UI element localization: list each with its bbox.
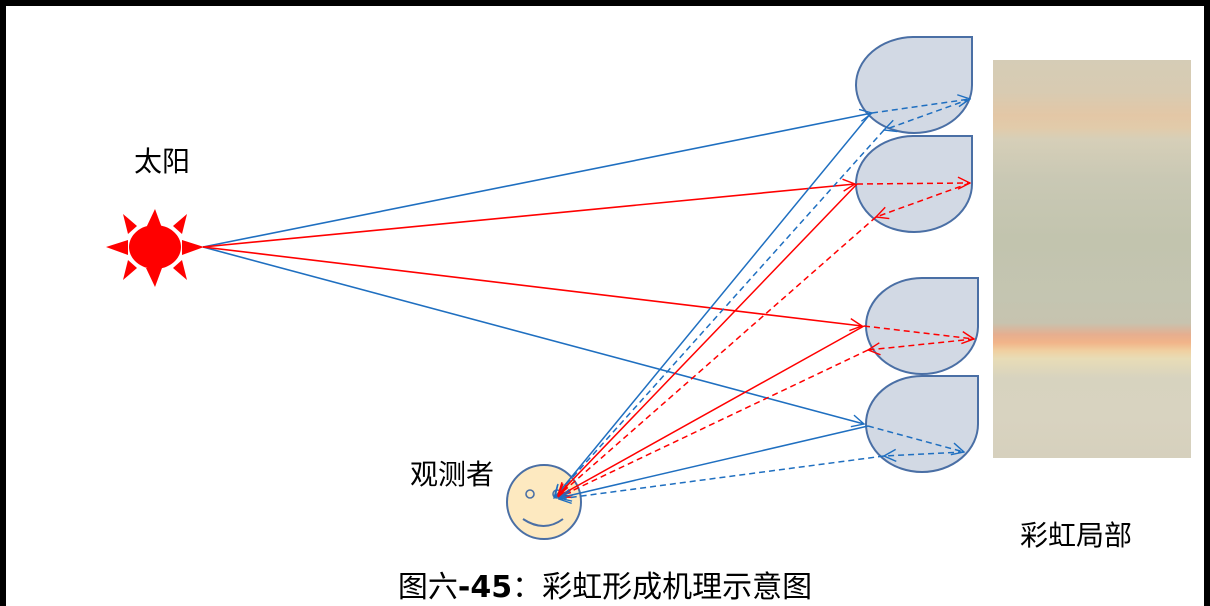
observer-face-icon: [506, 464, 582, 540]
sun-label: 太阳: [134, 145, 191, 178]
rainbow-diagram: [106, 36, 979, 540]
caption-prefix: 图六: [397, 570, 458, 605]
incoming-blue-rays: [202, 113, 872, 424]
water-droplet-3: [865, 277, 979, 375]
caption-text: ：彩虹形成机理示意图: [512, 570, 813, 605]
water-droplet-1: [855, 36, 973, 134]
water-droplet-4: [865, 375, 979, 473]
incoming-red-rays: [202, 184, 862, 326]
rainbow-photo: [993, 60, 1191, 458]
figure-caption: 图六-45：彩虹形成机理示意图: [6, 562, 1204, 606]
observer-label: 观测者: [410, 458, 495, 491]
internal-reflections: [856, 99, 974, 456]
water-droplet-2: [855, 135, 973, 233]
rays-to-observer: [554, 112, 885, 499]
rainbow-section-label: 彩虹局部: [1020, 519, 1133, 552]
caption-number: -45: [457, 570, 513, 605]
sun-icon: [106, 209, 204, 287]
